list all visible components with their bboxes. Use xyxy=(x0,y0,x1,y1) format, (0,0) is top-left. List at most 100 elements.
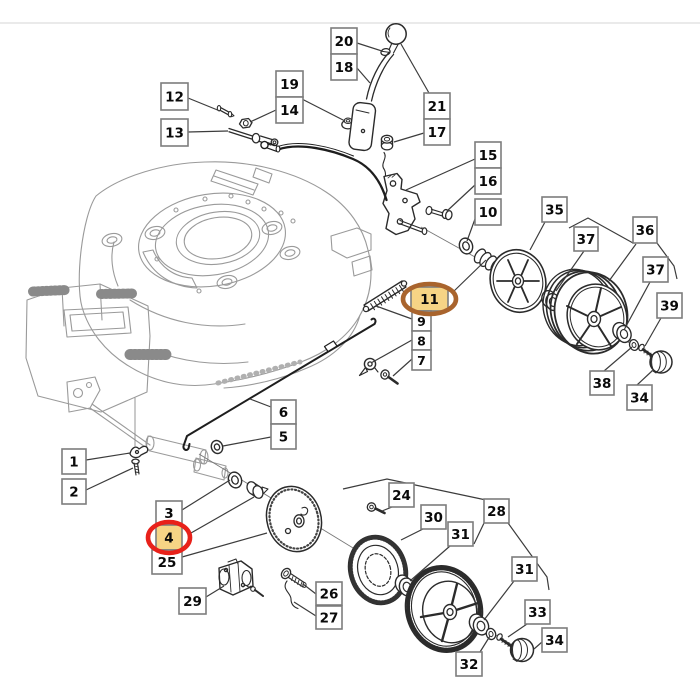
callout-39[interactable]: 39 xyxy=(656,292,683,319)
callout-18[interactable]: 18 xyxy=(330,53,358,81)
callout-box-32[interactable] xyxy=(455,651,483,677)
drive-disc-part-25-shape xyxy=(295,517,303,525)
callout-32[interactable]: 32 xyxy=(455,651,483,677)
callout-box-17[interactable] xyxy=(423,118,451,146)
leader-line-13 xyxy=(187,130,229,133)
callout-box-31[interactable] xyxy=(447,521,474,547)
callout-34[interactable]: 34 xyxy=(541,627,568,653)
pin-part-12-shape xyxy=(230,113,235,118)
front-wheel-part-28-shape xyxy=(442,603,458,621)
callout-box-24[interactable] xyxy=(388,482,415,508)
leader-line-11 xyxy=(451,259,487,294)
flanged-nut-part-19-shape xyxy=(345,119,351,123)
callout-4[interactable]: 4 xyxy=(155,524,183,551)
leader-line-7 xyxy=(392,358,413,377)
callout-box-37[interactable] xyxy=(573,226,599,252)
callout-13[interactable]: 13 xyxy=(160,118,189,147)
callout-box-27[interactable] xyxy=(315,605,343,630)
callout-box-36[interactable] xyxy=(632,216,658,244)
deck-mount-bosses-shape xyxy=(279,245,301,261)
callout-6[interactable]: 6 xyxy=(270,399,297,425)
callout-box-21[interactable] xyxy=(423,92,451,120)
callout-box-34[interactable] xyxy=(541,627,568,653)
callout-37[interactable]: 37 xyxy=(642,256,669,283)
callout-box-1[interactable] xyxy=(61,448,87,475)
callout-31[interactable]: 31 xyxy=(511,556,538,582)
washer-part-10 xyxy=(458,237,474,255)
callout-box-34[interactable] xyxy=(626,384,653,411)
callout-box-30[interactable] xyxy=(420,504,447,530)
callout-box-13[interactable] xyxy=(160,118,189,147)
leader-line-17 xyxy=(393,132,425,143)
callout-box-12[interactable] xyxy=(160,82,189,111)
leader-line-15 xyxy=(405,158,476,191)
callout-2[interactable]: 2 xyxy=(61,478,87,505)
callout-30[interactable]: 30 xyxy=(420,504,447,530)
link-arm-part-13 xyxy=(228,127,279,147)
callout-box-19[interactable] xyxy=(275,70,304,98)
callout-15[interactable]: 15 xyxy=(474,141,502,169)
callout-box-33[interactable] xyxy=(524,599,551,625)
callout-35[interactable]: 35 xyxy=(541,196,568,223)
callout-28[interactable]: 28 xyxy=(483,498,510,524)
callout-box-18[interactable] xyxy=(330,53,358,81)
callout-box-31[interactable] xyxy=(511,556,538,582)
callout-box-14[interactable] xyxy=(275,96,304,124)
leader-line-6 xyxy=(249,398,272,408)
rear-wheel-part-36-shape xyxy=(566,287,622,347)
callout-number-32: 32 xyxy=(460,657,479,673)
callout-box-28[interactable] xyxy=(483,498,510,524)
callout-16[interactable]: 16 xyxy=(474,167,502,195)
callout-17[interactable]: 17 xyxy=(423,118,451,146)
callout-number-7: 7 xyxy=(417,353,426,368)
callout-26[interactable]: 26 xyxy=(315,581,343,606)
adjuster-rod-part-6 xyxy=(182,317,377,451)
mower-deck-drawing-shape xyxy=(175,210,261,266)
leader-line-29 xyxy=(205,585,225,598)
ratchet-clutch-part-4-shape xyxy=(261,486,269,495)
callout-number-35: 35 xyxy=(545,202,564,218)
deck-mount-bosses-shape xyxy=(261,220,283,236)
callout-box-29[interactable] xyxy=(178,587,207,615)
callout-8[interactable]: 8 xyxy=(411,330,432,351)
callout-33[interactable]: 33 xyxy=(524,599,551,625)
callout-box-39[interactable] xyxy=(656,292,683,319)
callout-20[interactable]: 20 xyxy=(330,27,358,55)
callout-11[interactable]: 11 xyxy=(410,286,449,312)
callout-box-26[interactable] xyxy=(315,581,343,606)
callout-21[interactable]: 21 xyxy=(423,92,451,120)
handle-lever-assembly-shape xyxy=(387,27,391,38)
link-arm-part-13-shape xyxy=(272,140,277,145)
callout-36[interactable]: 36 xyxy=(632,216,658,244)
callout-14[interactable]: 14 xyxy=(275,96,304,124)
callout-12[interactable]: 12 xyxy=(160,82,189,111)
leader-line-38 xyxy=(603,346,633,372)
deck-mount-bosses-shape xyxy=(284,249,296,257)
callout-box-37[interactable] xyxy=(642,256,669,283)
callout-31[interactable]: 31 xyxy=(447,521,474,547)
callout-7[interactable]: 7 xyxy=(411,349,432,371)
deck-mount-bosses-shape xyxy=(149,229,161,237)
gearbox-part-29-shape xyxy=(228,562,241,593)
callout-10[interactable]: 10 xyxy=(474,198,502,226)
callout-38[interactable]: 38 xyxy=(589,370,615,396)
callout-37[interactable]: 37 xyxy=(573,226,599,252)
callout-34[interactable]: 34 xyxy=(626,384,653,411)
callout-box-5[interactable] xyxy=(270,423,297,450)
nut-part-14-shape xyxy=(242,120,249,127)
callout-5[interactable]: 5 xyxy=(270,423,297,450)
callout-19[interactable]: 19 xyxy=(275,70,304,98)
drive-disc-part-25-shape xyxy=(293,514,305,528)
callout-29[interactable]: 29 xyxy=(178,587,207,615)
callout-box-7[interactable] xyxy=(411,349,432,371)
callout-box-10[interactable] xyxy=(474,198,502,226)
callout-box-35[interactable] xyxy=(541,196,568,223)
brake-rod-part-shape xyxy=(275,145,281,153)
callout-24[interactable]: 24 xyxy=(388,482,415,508)
callout-box-38[interactable] xyxy=(589,370,615,396)
callout-1[interactable]: 1 xyxy=(61,448,87,475)
callout-box-2[interactable] xyxy=(61,478,87,505)
callout-27[interactable]: 27 xyxy=(315,605,343,630)
callout-box-16[interactable] xyxy=(474,167,502,195)
